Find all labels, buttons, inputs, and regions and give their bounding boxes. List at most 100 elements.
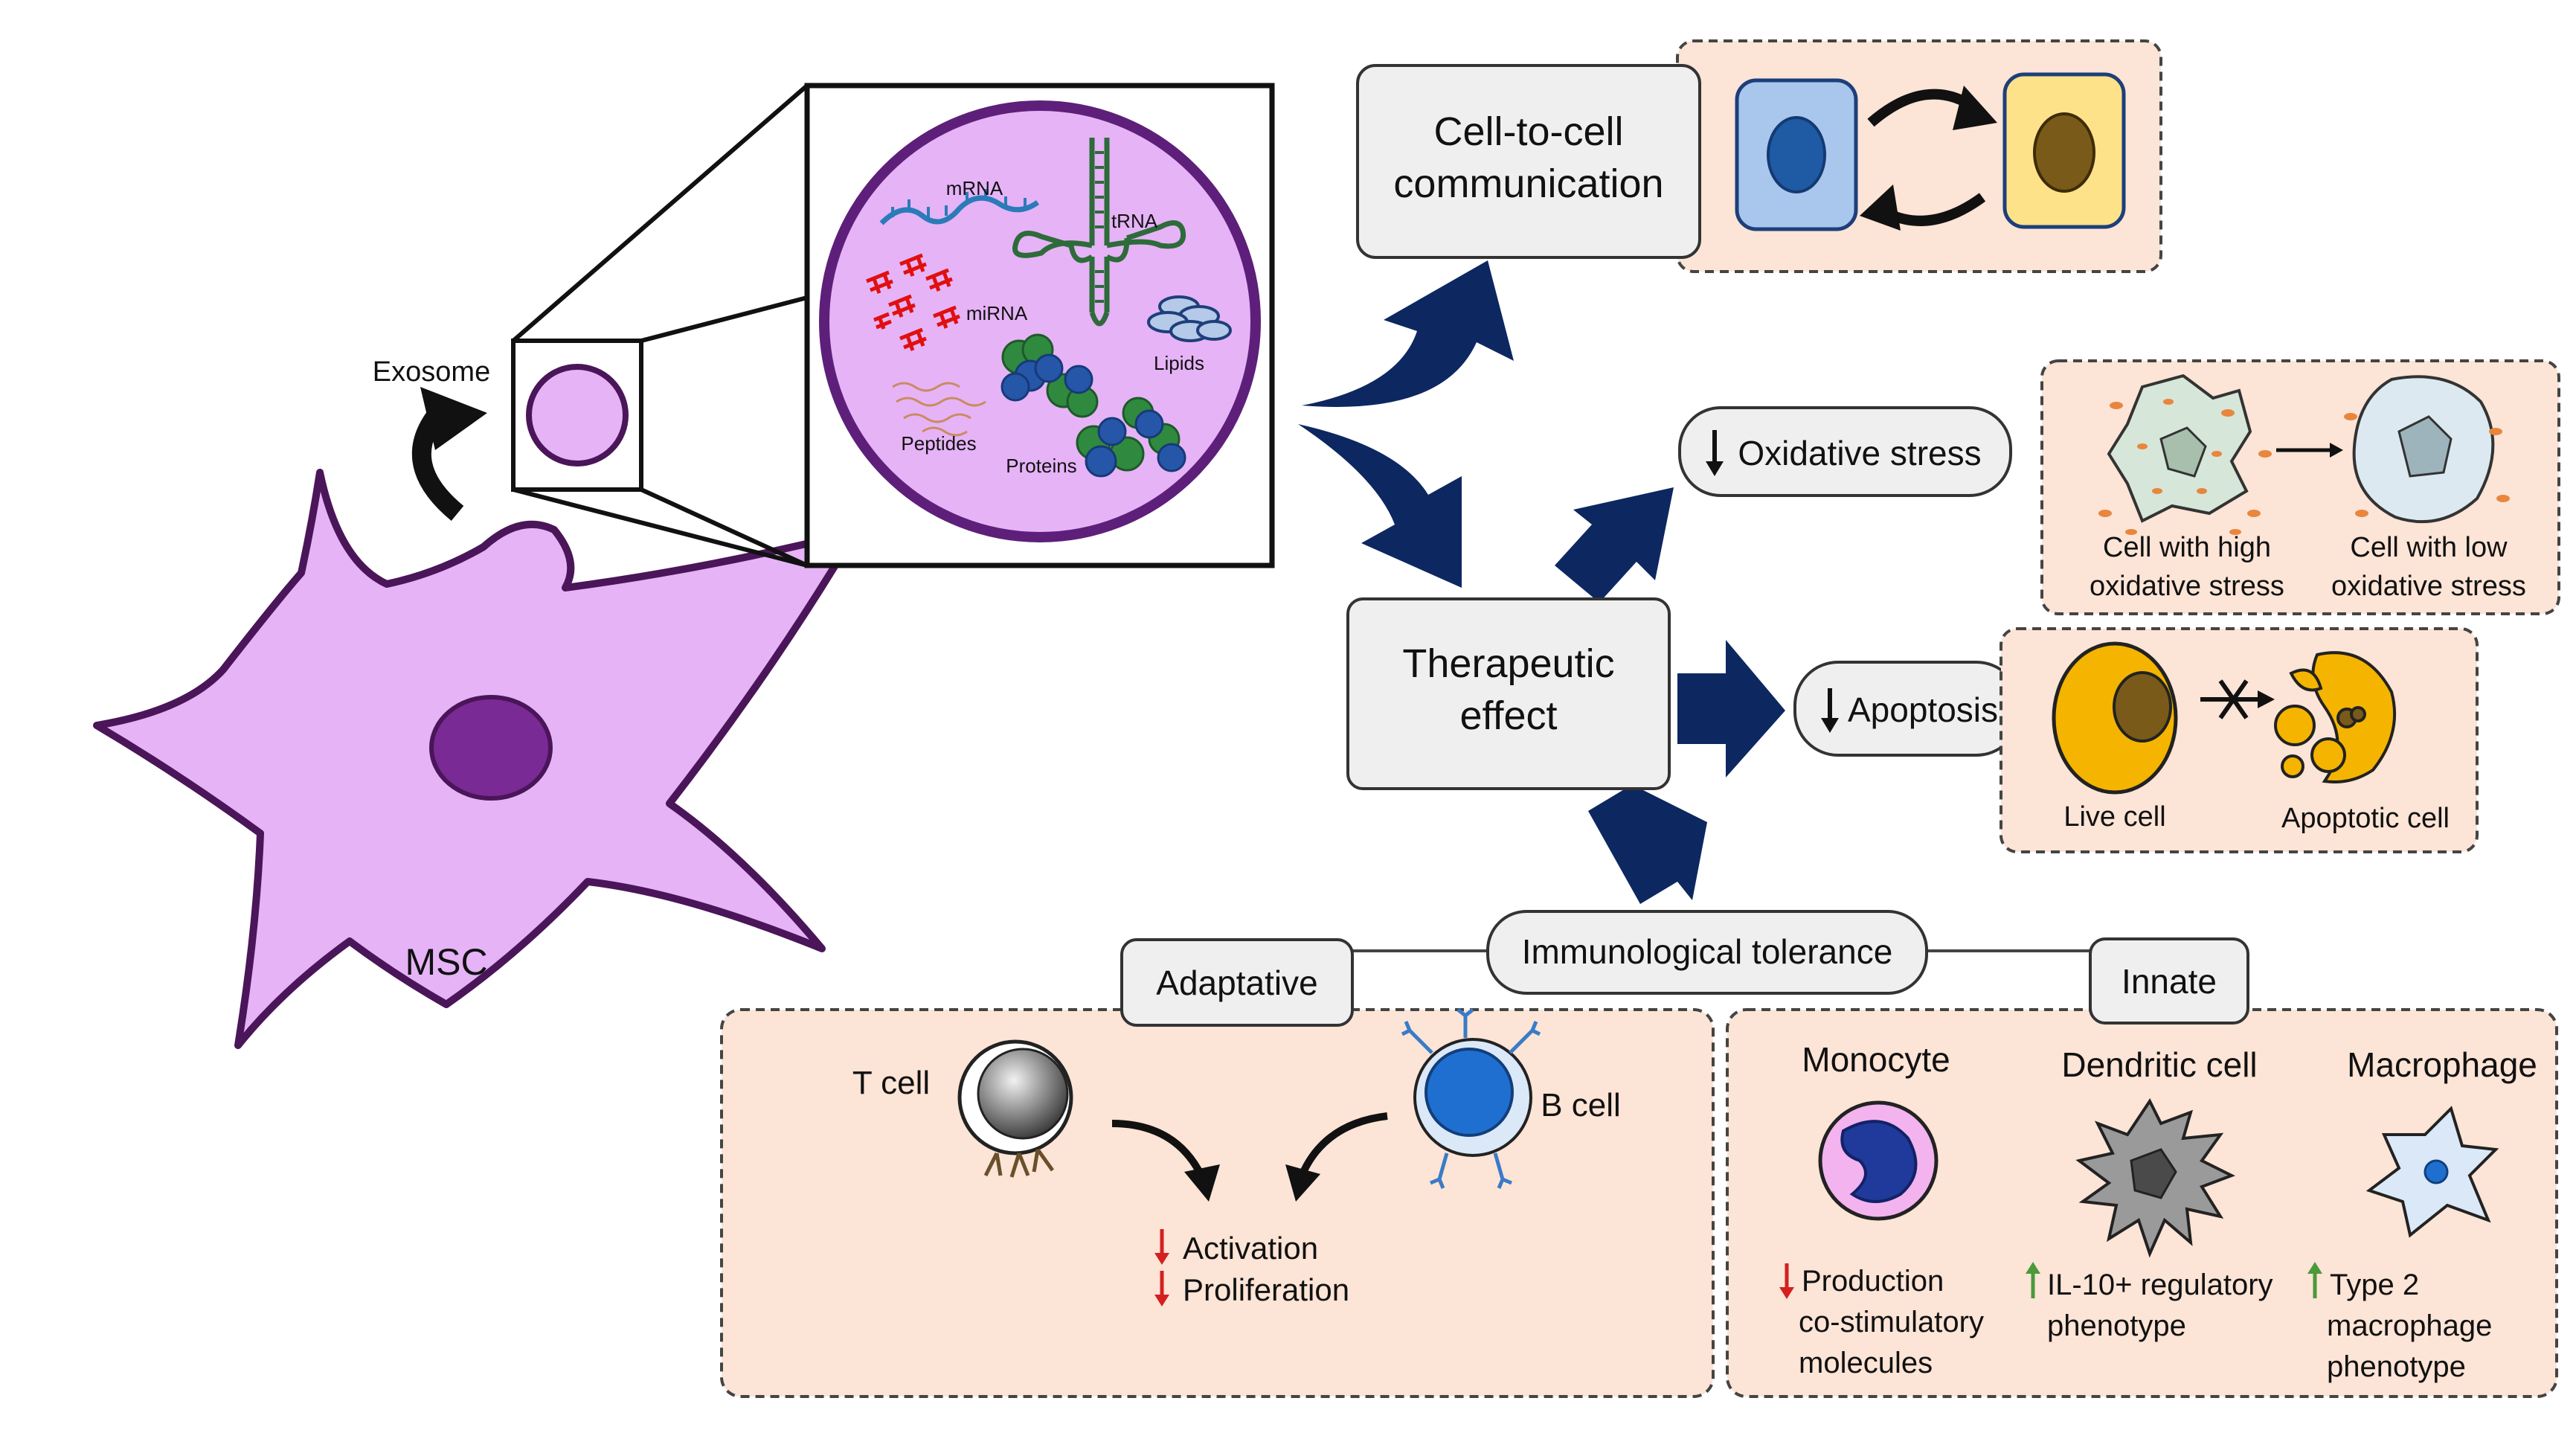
zoom-line-bottom: [513, 487, 808, 568]
mirna-label: miRNA: [966, 302, 1028, 324]
type2-up-icon: [2307, 1262, 2322, 1298]
adaptive-tab: [1120, 938, 1354, 1027]
arrow-to-communication: [1302, 260, 1514, 407]
apoptosis-label: Apoptosis: [1848, 690, 1998, 729]
oxidative-pill: [1678, 406, 2012, 497]
mirna-icons: [866, 253, 960, 351]
communication-box: [1356, 64, 1701, 259]
production-down-icon: [1779, 1263, 1794, 1299]
exosome-label: Exosome: [373, 356, 490, 388]
communication-section: Cell-to-cell communication: [1356, 39, 2162, 273]
innate-tab: [2089, 937, 2249, 1025]
therapeutic-line1: Therapeutic: [1402, 641, 1614, 686]
peptides-icon: [892, 382, 986, 437]
low-stress-line1: Cell with low: [2350, 532, 2508, 563]
communication-line1: Cell-to-cell: [1433, 109, 1623, 154]
t-cell-effect-arrowhead: [1184, 1164, 1220, 1202]
tolerance-section: Immunological tolerance Adaptative T cel…: [720, 910, 2558, 1398]
mrna-icon: [879, 189, 1040, 225]
apoptosis-down-arrow-icon: [1821, 688, 1839, 733]
apoptotic-cell: [2274, 651, 2397, 783]
blue-cell-nucleus: [1767, 116, 1826, 193]
oxidative-transition-arrowhead: [2330, 443, 2343, 458]
therapeutic-line2: effect: [1459, 693, 1557, 738]
msc-cell: MSC: [93, 469, 859, 1049]
tolerance-label: Immunological tolerance: [1522, 932, 1893, 971]
msc-label: MSC: [405, 941, 487, 983]
dendritic-effect-line2: phenotype: [2047, 1309, 2186, 1342]
msc-nucleus: [429, 695, 553, 801]
exchange-arrowhead-top: [1953, 86, 1997, 130]
zoom-line-right-bottom: [640, 487, 809, 568]
oxidative-down-arrow-icon: [1706, 430, 1724, 476]
dendritic-label: Dendritic cell: [2061, 1045, 2257, 1084]
macrophage-label: Macrophage: [2347, 1045, 2537, 1084]
macrophage-effect-line2: macrophage: [2327, 1309, 2492, 1342]
exosome-release-arrowhead: [420, 387, 487, 450]
live-cell-nucleus: [2113, 671, 2172, 743]
t-cell-label: T cell: [852, 1065, 930, 1101]
low-stress-nucleus: [2397, 415, 2453, 478]
monocyte-icon: [1818, 1100, 1939, 1221]
proliferation-label: Proliferation: [1183, 1272, 1349, 1307]
oxidative-label: Oxidative stress: [1738, 434, 1981, 472]
monocyte-label: Monocyte: [1802, 1040, 1950, 1079]
activation-label: Activation: [1183, 1231, 1318, 1266]
innate-label: Innate: [2121, 962, 2217, 1001]
proliferation-down-icon: [1154, 1271, 1169, 1306]
lipids-icon: [1147, 295, 1232, 342]
high-stress-nucleus: [2159, 426, 2207, 478]
oxidative-section: Oxidative stress Cell with high oxidativ…: [1678, 359, 2560, 615]
proteins-icon: [1000, 333, 1186, 478]
navy-arrows: [1298, 260, 1785, 904]
il10-up-icon: [2026, 1262, 2040, 1298]
exosome-zoom: [511, 83, 809, 568]
apoptotic-cell-label: Apoptotic cell: [2281, 803, 2450, 834]
live-cell-label: Live cell: [2063, 801, 2165, 833]
t-cell-effect-arrow: [1111, 1120, 1205, 1178]
monocyte-effect-line1: Production: [1802, 1265, 1944, 1298]
arrow-to-oxidative: [1555, 487, 1674, 603]
yellow-cell-nucleus: [2033, 112, 2095, 193]
trna-icon: [1012, 138, 1186, 327]
macrophage-effect-line1: Type 2: [2330, 1269, 2419, 1301]
low-stress-line2: oxidative stress: [2331, 571, 2526, 602]
tolerance-pill: [1486, 910, 1928, 995]
activation-down-icon: [1154, 1229, 1169, 1265]
dendritic-cell-icon: [2075, 1098, 2235, 1258]
macrophage-effect-line3: phenotype: [2327, 1350, 2466, 1383]
therapeutic-section: Therapeutic effect: [1346, 597, 1671, 790]
macrophage-icon: [2365, 1106, 2499, 1238]
t-cell-icon: [957, 1039, 1073, 1178]
communication-line2: communication: [1393, 161, 1663, 206]
ros-particles-low: [2344, 413, 2510, 517]
therapeutic-box: [1346, 597, 1671, 790]
peptides-label: Peptides: [901, 432, 976, 455]
adaptive-label: Adaptative: [1156, 964, 1317, 1002]
exchange-arrowhead-bottom: [1860, 185, 1901, 231]
zoom-line-top: [512, 83, 809, 343]
b-cell-icon: [1401, 1008, 1541, 1189]
monocyte-effect-line2: co-stimulatory: [1799, 1306, 1984, 1338]
dendritic-effect-line1: IL-10+ regulatory: [2047, 1269, 2273, 1301]
high-stress-line2: oxidative stress: [2090, 571, 2284, 602]
b-cell-label: B cell: [1541, 1087, 1621, 1123]
arrow-to-apoptosis: [1677, 640, 1785, 777]
b-cell-effect-arrowhead: [1285, 1164, 1320, 1202]
proteins-label: Proteins: [1006, 455, 1076, 477]
zoom-line-right-top: [640, 295, 808, 343]
trna-label: tRNA: [1111, 210, 1158, 232]
b-cell-effect-arrow: [1298, 1112, 1388, 1178]
arrow-to-tolerance: [1588, 774, 1707, 904]
apoptosis-section: Apoptosis Live cell Apoptotic cell: [1793, 627, 2479, 853]
arrow-to-therapeutic: [1298, 424, 1462, 588]
exosome-zoomed: mRNA tRNA miRNA: [804, 83, 1275, 568]
monocyte-effect-line3: molecules: [1799, 1347, 1933, 1379]
ros-particles-high: [2098, 399, 2272, 535]
exosome-small: [526, 364, 629, 466]
high-stress-line1: Cell with high: [2103, 532, 2271, 563]
lipids-label: Lipids: [1154, 352, 1204, 374]
mrna-label: mRNA: [946, 177, 1003, 199]
blocked-arrow-icon: [2200, 679, 2275, 719]
